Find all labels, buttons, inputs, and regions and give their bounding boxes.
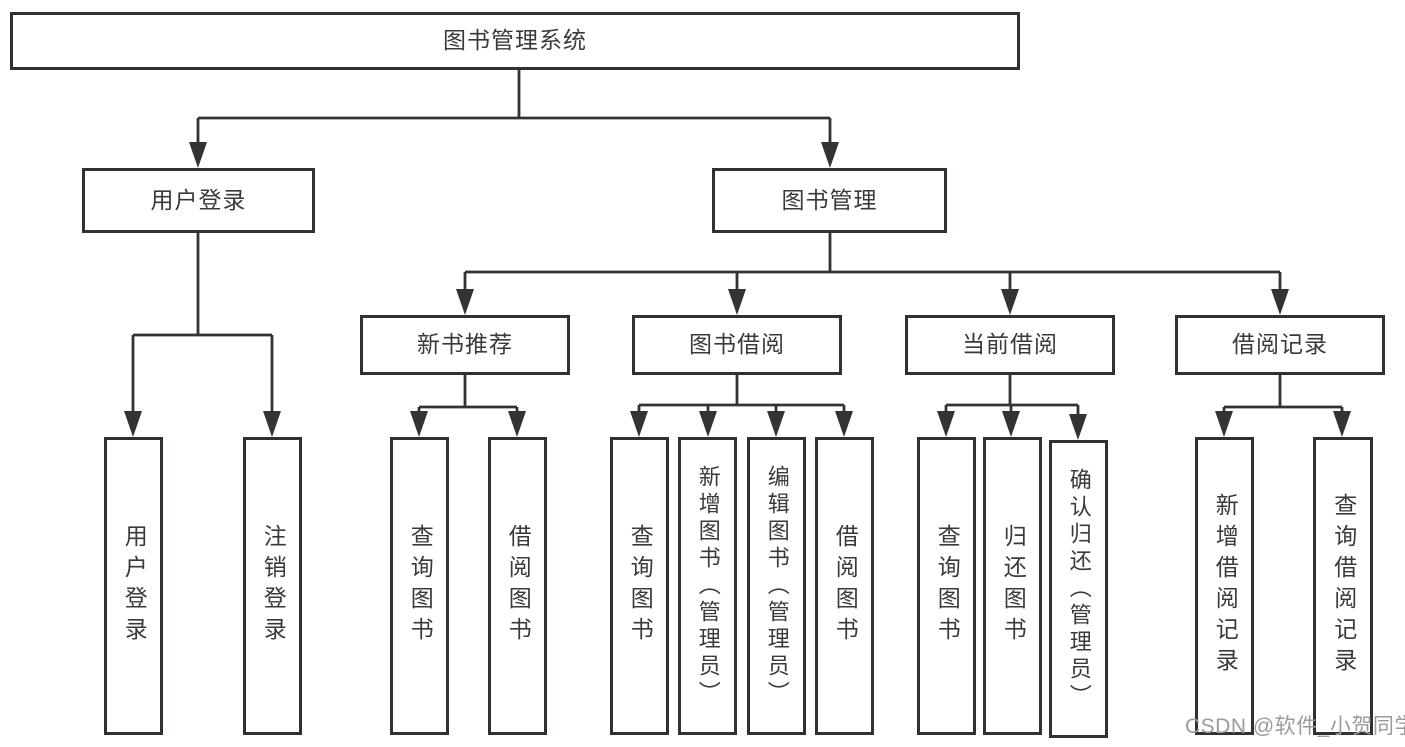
node-library-management-system: 图书管理系统 [10,12,1020,70]
edges-new-book-recommend [410,375,526,437]
leaf-return-books: 归还图书 [983,437,1042,735]
leaf-query-books-borrowing: 查询图书 [610,437,669,735]
edges-borrowing-records [1215,375,1351,437]
node-borrowing-records: 借阅记录 [1175,315,1385,375]
edges-root [189,70,839,168]
node-user-login: 用户登录 [82,168,315,233]
leaf-confirm-return-admin: 确认归还（管理员） [1049,440,1108,738]
node-book-borrowing: 图书借阅 [632,315,842,375]
leaf-add-book-admin: 新增图书（管理员） [678,437,737,735]
leaf-user-login: 用户登录 [104,437,163,735]
leaf-query-books-current: 查询图书 [917,437,976,735]
edges-book-management [456,233,1289,315]
leaf-add-borrow-record: 新增借阅记录 [1195,437,1254,735]
leaf-borrow-books-recommend: 借阅图书 [488,437,547,735]
leaf-query-borrow-record: 查询借阅记录 [1313,437,1373,735]
node-book-management: 图书管理 [712,168,947,233]
edges-user-login [124,233,281,437]
node-current-borrowing: 当前借阅 [905,315,1115,375]
edges-book-borrowing [630,375,853,437]
leaf-query-books-recommend: 查询图书 [390,437,449,735]
csdn-watermark: CSDN @软件_小贺同学 [1185,715,1405,738]
node-new-book-recommend: 新书推荐 [360,315,570,375]
leaf-edit-book-admin: 编辑图书（管理员） [747,437,806,735]
leaf-borrow-books: 借阅图书 [815,437,874,735]
leaf-logout: 注销登录 [243,437,302,735]
edges-current-borrowing [937,375,1087,440]
